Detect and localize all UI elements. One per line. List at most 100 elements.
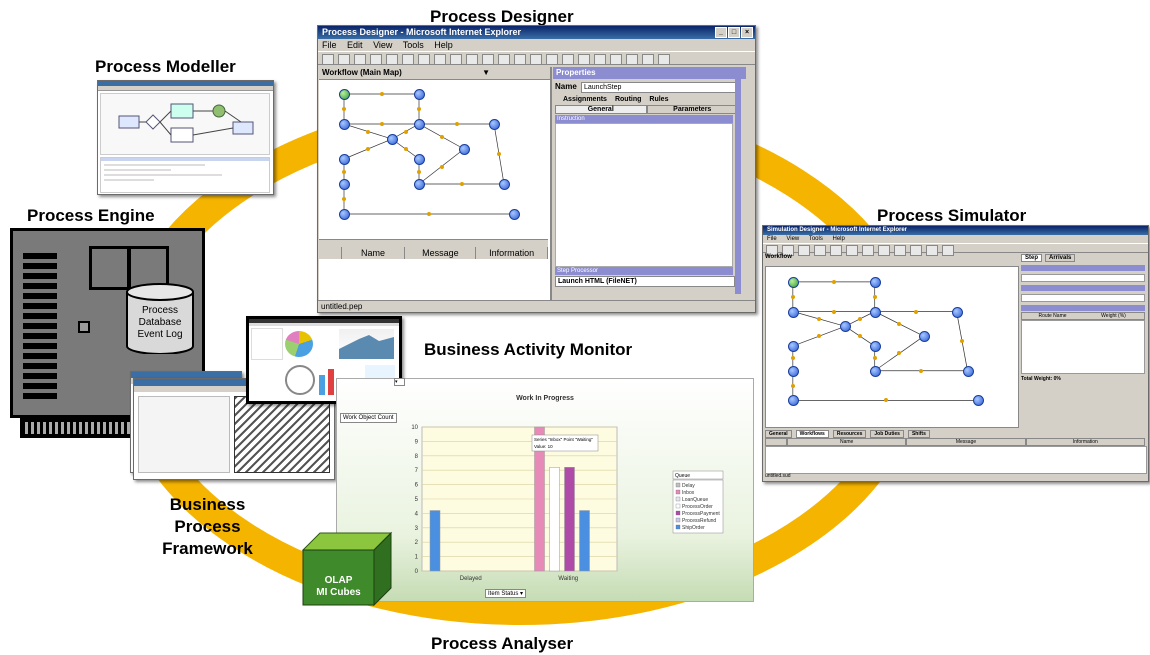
toolbar-icon[interactable]: [626, 54, 638, 65]
subtab-parameters[interactable]: Parameters: [646, 105, 738, 114]
launch-select[interactable]: Launch HTML (FileNET): [555, 276, 735, 287]
workflow-step-icon[interactable]: [962, 365, 974, 377]
toolbar-icon[interactable]: [846, 245, 858, 256]
workflow-step-icon[interactable]: [869, 276, 881, 288]
sim-bottom-tab[interactable]: Resources: [832, 430, 867, 438]
toolbar-icon[interactable]: [942, 245, 954, 256]
workflow-step-icon[interactable]: [339, 154, 350, 165]
toolbar-icon[interactable]: [450, 54, 462, 65]
workflow-step-icon[interactable]: [459, 144, 470, 155]
sim-menu-view[interactable]: View: [786, 236, 800, 242]
toolbar-icon[interactable]: [862, 245, 874, 256]
workflow-step-icon[interactable]: [414, 179, 425, 190]
menu-tools[interactable]: Tools: [402, 40, 424, 50]
workflow-step-icon[interactable]: [918, 331, 930, 343]
sim-col-route-name[interactable]: Route Name: [1038, 313, 1067, 319]
workflow-step-icon[interactable]: [489, 119, 500, 130]
toolbar-icon[interactable]: [466, 54, 478, 65]
sim-col-message[interactable]: Message: [906, 438, 1026, 446]
end-step-icon[interactable]: [973, 395, 985, 407]
workflow-step-icon[interactable]: [840, 321, 852, 333]
sim-col-information[interactable]: Information: [1025, 438, 1145, 446]
toolbar-icon[interactable]: [434, 54, 446, 65]
workflow-step-icon[interactable]: [387, 134, 398, 145]
sim-bottom-tab[interactable]: Job Duties: [870, 430, 904, 438]
toolbar-icon[interactable]: [354, 54, 366, 65]
workflow-step-icon[interactable]: [869, 365, 881, 377]
sim-menu-tools[interactable]: Tools: [808, 236, 823, 242]
toolbar-icon[interactable]: [514, 54, 526, 65]
workflow-step-icon[interactable]: [414, 89, 425, 100]
col-information[interactable]: Information: [476, 247, 548, 259]
sim-menu-file[interactable]: File: [767, 236, 777, 242]
toolbar-icon[interactable]: [338, 54, 350, 65]
name-field[interactable]: LaunchStep: [581, 82, 740, 93]
menu-edit[interactable]: Edit: [347, 40, 363, 50]
toolbar-icon[interactable]: [498, 54, 510, 65]
menu-file[interactable]: File: [322, 40, 337, 50]
tab-routing[interactable]: Routing: [614, 96, 642, 103]
instruction-field[interactable]: [555, 123, 733, 267]
toolbar-icon[interactable]: [878, 245, 890, 256]
close-button[interactable]: ×: [741, 27, 753, 38]
toolbar-icon[interactable]: [418, 54, 430, 65]
toolbar-icon[interactable]: [830, 245, 842, 256]
workflow-step-icon[interactable]: [414, 119, 425, 130]
sim-tab-arrivals[interactable]: Arrivals: [1045, 254, 1076, 262]
toolbar-icon[interactable]: [894, 245, 906, 256]
col-name[interactable]: Name: [341, 247, 406, 259]
workflow-step-icon[interactable]: [339, 179, 350, 190]
toolbar-icon[interactable]: [386, 54, 398, 65]
workflow-step-icon[interactable]: [339, 209, 350, 220]
tab-assignments[interactable]: Assignments: [563, 96, 607, 103]
toolbar-icon[interactable]: [642, 54, 654, 65]
toolbar-icon[interactable]: [814, 245, 826, 256]
toolbar-icon[interactable]: [530, 54, 542, 65]
workflow-step-icon[interactable]: [414, 154, 425, 165]
launch-step-icon[interactable]: [339, 89, 350, 100]
sim-col-name[interactable]: Name: [787, 438, 907, 446]
workflow-step-icon[interactable]: [869, 341, 881, 353]
legend-select[interactable]: [672, 470, 724, 480]
tab-rules[interactable]: Rules: [649, 96, 669, 103]
workflow-step-icon[interactable]: [787, 365, 799, 377]
toolbar-icon[interactable]: [926, 245, 938, 256]
end-step-icon[interactable]: [509, 209, 520, 220]
toolbar-icon[interactable]: [766, 245, 778, 256]
toolbar-icon[interactable]: [402, 54, 414, 65]
toolbar-icon[interactable]: [594, 54, 606, 65]
toolbar-icon[interactable]: [610, 54, 622, 65]
workflow-step-icon[interactable]: [869, 306, 881, 318]
workflow-step-icon[interactable]: [787, 306, 799, 318]
workflow-step-icon[interactable]: [339, 119, 350, 130]
subtab-general[interactable]: General: [555, 105, 647, 114]
sim-bottom-tab[interactable]: General: [765, 430, 792, 438]
toolbar-icon[interactable]: [482, 54, 494, 65]
minimize-button[interactable]: _: [715, 27, 727, 38]
workflow-step-icon[interactable]: [787, 341, 799, 353]
item-status-select[interactable]: Item Status ▾: [485, 589, 527, 598]
sim-col-weight[interactable]: Weight (%): [1101, 313, 1126, 319]
toolbar-icon[interactable]: [322, 54, 334, 65]
menu-view[interactable]: View: [373, 40, 393, 50]
toolbar-icon[interactable]: [910, 245, 922, 256]
col-message[interactable]: Message: [405, 247, 477, 259]
toolbar-icon[interactable]: [658, 54, 670, 65]
map-select[interactable]: Workflow (Main Map) ▼: [319, 67, 550, 80]
sim-bottom-tab[interactable]: Workflows: [795, 430, 829, 438]
menu-help[interactable]: Help: [434, 40, 453, 50]
workflow-step-icon[interactable]: [951, 306, 963, 318]
maximize-button[interactable]: □: [728, 27, 740, 38]
sim-bottom-tab[interactable]: Shifts: [907, 430, 930, 438]
sim-tab-step[interactable]: Step: [1021, 254, 1043, 262]
small-select[interactable]: ▾: [394, 378, 405, 386]
toolbar-icon[interactable]: [798, 245, 810, 256]
toolbar-icon[interactable]: [370, 54, 382, 65]
toolbar-icon[interactable]: [578, 54, 590, 65]
workflow-step-icon[interactable]: [499, 179, 510, 190]
sim-menu-help[interactable]: Help: [832, 236, 845, 242]
toolbar-icon[interactable]: [562, 54, 574, 65]
toolbar-icon[interactable]: [546, 54, 558, 65]
toolbar-icon[interactable]: [782, 245, 794, 256]
launch-step-icon[interactable]: [787, 276, 799, 288]
